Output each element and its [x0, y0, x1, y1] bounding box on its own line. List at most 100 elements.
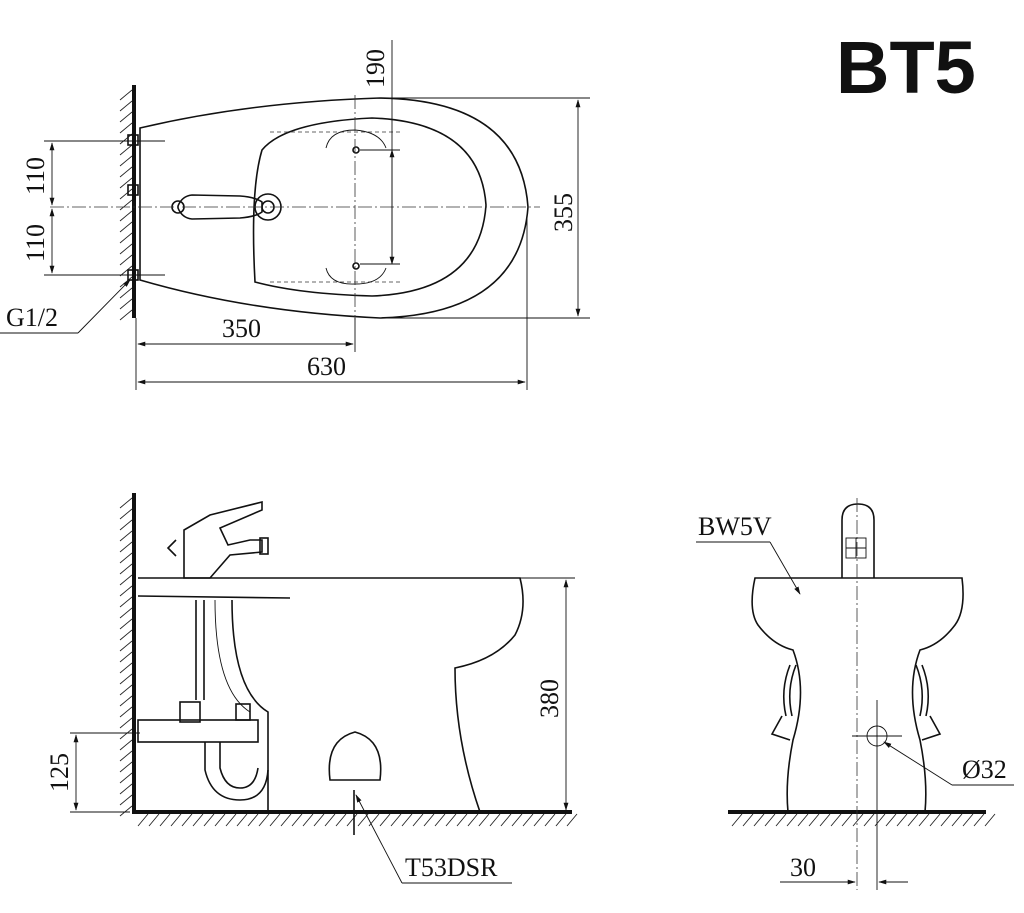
hatch-stroke [357, 813, 369, 827]
hatch-stroke [401, 813, 413, 827]
hatch-stroke [951, 813, 963, 827]
hatch-stroke [119, 728, 133, 740]
pipework-side [137, 600, 269, 801]
hatch-stroke [119, 111, 133, 123]
hatch-stroke [929, 813, 941, 827]
dim-355-label: 355 [549, 193, 578, 232]
hatch-stroke [863, 813, 875, 827]
hatch-stroke [962, 813, 974, 827]
hatch-stroke [214, 813, 226, 827]
hatch-stroke [119, 618, 133, 630]
hatch-stroke [119, 177, 133, 189]
hatch-stroke [379, 813, 391, 827]
hatch-stroke [478, 813, 490, 827]
hatch-stroke [119, 309, 133, 321]
hatch-stroke [841, 813, 853, 827]
hatch-stroke [313, 813, 325, 827]
hatch-stroke [119, 188, 133, 200]
hatch-stroke [390, 813, 402, 827]
top-view: 190 355 110 110 350 630 G1/2 [0, 40, 590, 390]
floor-hatching-front [731, 813, 996, 827]
hatch-stroke [907, 813, 919, 827]
hatch-stroke [808, 813, 820, 827]
hatch-stroke [119, 717, 133, 729]
hatch-stroke [423, 813, 435, 827]
wall-hatching [119, 89, 133, 321]
hatch-stroke [181, 813, 193, 827]
hatch-stroke [533, 813, 545, 827]
diameter-leader [883, 741, 953, 786]
hatch-stroke [119, 563, 133, 575]
hatch-stroke [434, 813, 446, 827]
hoses-front [770, 664, 942, 741]
hatch-stroke [896, 813, 908, 827]
hatch-stroke [119, 497, 133, 509]
connector-upper [127, 134, 139, 146]
trap-inner-side [214, 599, 251, 713]
hatch-stroke [852, 813, 864, 827]
fixing-kit-label: T53DSR [405, 853, 498, 882]
hatch-stroke [742, 813, 754, 827]
hatch-stroke [119, 100, 133, 112]
hatch-stroke [119, 574, 133, 586]
mixer-leader [769, 541, 801, 595]
hatch-stroke [119, 155, 133, 167]
floor-hatching-side [137, 813, 578, 827]
hatch-stroke [291, 813, 303, 827]
hatch-stroke [119, 640, 133, 652]
hatch-stroke [119, 287, 133, 299]
hatch-stroke [456, 813, 468, 827]
hatch-stroke [874, 813, 886, 827]
hatch-stroke [119, 122, 133, 134]
dim-110-upper-label: 110 [21, 157, 50, 195]
diameter-label: Ø32 [962, 755, 1007, 784]
rim-line-side [137, 595, 291, 599]
hatch-stroke [368, 813, 380, 827]
dim-350-label: 350 [222, 314, 261, 343]
model-title: BT5 [836, 26, 976, 109]
mixer-front [841, 503, 875, 578]
dim-30-label: 30 [790, 853, 816, 882]
hatch-stroke [119, 794, 133, 806]
hatch-stroke [148, 813, 160, 827]
hatch-stroke [119, 695, 133, 707]
hatch-stroke [119, 629, 133, 641]
hatch-stroke [119, 607, 133, 619]
front-view: BW5V Ø32 30 [696, 498, 1014, 890]
hatch-stroke [119, 684, 133, 696]
bidet-body-side [138, 577, 524, 813]
wall-hatching-side [119, 497, 133, 817]
hatch-stroke [119, 673, 133, 685]
connector-middle [127, 184, 139, 196]
hatch-stroke [918, 813, 930, 827]
dim-380-label: 380 [535, 679, 564, 718]
hatch-stroke [412, 813, 424, 827]
hatch-stroke [119, 519, 133, 531]
hatch-stroke [119, 541, 133, 553]
hatch-stroke [119, 276, 133, 288]
fixing-cover [328, 731, 382, 781]
dim-110-lower-label: 110 [21, 224, 50, 262]
hatch-stroke [119, 221, 133, 233]
hatch-stroke [731, 813, 743, 827]
hatch-stroke [467, 813, 479, 827]
fixing-leader [355, 794, 403, 884]
hatch-stroke [203, 813, 215, 827]
hatch-stroke [247, 813, 259, 827]
hatch-stroke [511, 813, 523, 827]
mixer-label: BW5V [698, 512, 772, 541]
hatch-stroke [119, 210, 133, 222]
side-view: 380 125 T53DSR [45, 493, 578, 884]
hatch-stroke [753, 813, 765, 827]
hatch-stroke [500, 813, 512, 827]
hatch-stroke [522, 813, 534, 827]
overflow-hole-upper [325, 129, 387, 149]
hatch-stroke [119, 265, 133, 277]
hatch-stroke [119, 243, 133, 255]
hatch-stroke [119, 662, 133, 674]
hatch-stroke [137, 813, 149, 827]
hatch-stroke [775, 813, 787, 827]
hatch-stroke [119, 552, 133, 564]
hatch-stroke [302, 813, 314, 827]
